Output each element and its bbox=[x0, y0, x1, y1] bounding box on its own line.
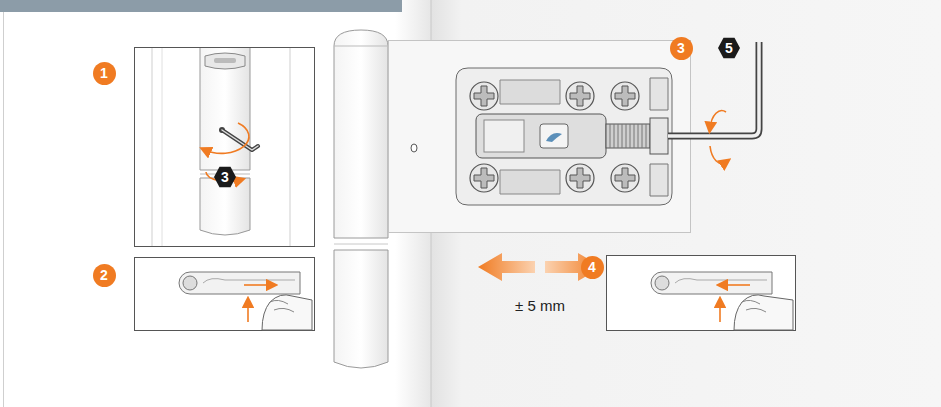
illustration-line bbox=[722, 284, 750, 286]
illustration-path bbox=[570, 168, 590, 188]
illustration-rect bbox=[135, 48, 315, 247]
callout-number: 4 bbox=[581, 256, 604, 279]
illustration-circle bbox=[566, 82, 594, 110]
illustration-rect bbox=[476, 114, 606, 158]
illustration-polygon bbox=[478, 253, 535, 281]
illustration-path bbox=[456, 68, 672, 205]
illustration-path bbox=[334, 250, 388, 368]
illustration-g bbox=[334, 30, 388, 368]
callout-number: 2 bbox=[93, 264, 116, 287]
illustration-path bbox=[675, 279, 767, 283]
illustration-rect bbox=[389, 41, 691, 233]
illustration-path bbox=[474, 168, 494, 188]
illustration-line bbox=[244, 284, 272, 286]
callout-number: 1 bbox=[93, 62, 116, 85]
illustration-line bbox=[247, 302, 249, 322]
illustration-line bbox=[3, 12, 4, 407]
illustration-path bbox=[334, 30, 388, 238]
illustration-line bbox=[162, 48, 163, 246]
illustration-path bbox=[205, 123, 249, 153]
callout-number: 3 bbox=[670, 37, 693, 60]
illustration-rect bbox=[135, 258, 315, 331]
illustration-g bbox=[456, 68, 672, 205]
illustration-line bbox=[719, 302, 721, 322]
illustration-path bbox=[222, 130, 258, 150]
illustration-path bbox=[200, 48, 250, 170]
illustration-path bbox=[262, 295, 312, 330]
illustration-path bbox=[710, 111, 726, 128]
illustration-rect bbox=[607, 256, 796, 331]
illustration-rect bbox=[650, 118, 668, 154]
illustration-line bbox=[334, 244, 388, 245]
illustration-rect bbox=[214, 58, 236, 63]
illustration-rect bbox=[484, 120, 524, 152]
key-size-badge: 5 bbox=[718, 37, 740, 59]
illustration-line bbox=[152, 48, 153, 246]
illustration-g bbox=[135, 48, 315, 247]
illustration-circle bbox=[611, 164, 639, 192]
illustration-rect bbox=[0, 0, 402, 12]
illustration-path bbox=[650, 78, 668, 196]
key-size-badge: 3 bbox=[214, 166, 236, 188]
illustration-path bbox=[474, 86, 494, 106]
illustration-circle bbox=[470, 164, 498, 192]
illustration-path bbox=[546, 133, 562, 142]
illustration-line bbox=[334, 46, 388, 47]
illustration-path bbox=[742, 300, 766, 312]
illustration-g bbox=[607, 256, 796, 331]
illustration-circle bbox=[655, 276, 669, 290]
illustration-path bbox=[651, 272, 772, 294]
dimension-label: ± 5 mm bbox=[512, 296, 568, 315]
illustration-path bbox=[615, 86, 635, 106]
illustration-path bbox=[222, 130, 258, 150]
illustration-ellipse bbox=[411, 144, 417, 152]
illustration-line bbox=[290, 48, 291, 246]
illustration-path bbox=[610, 124, 646, 148]
illustration-circle bbox=[470, 82, 498, 110]
illustration-rect bbox=[606, 124, 650, 148]
illustration-path bbox=[570, 86, 590, 106]
illustration-circle bbox=[611, 82, 639, 110]
illustration-path bbox=[270, 300, 294, 312]
illustration-rect bbox=[0, 0, 431, 407]
illustration-path bbox=[615, 168, 635, 188]
illustration-path bbox=[734, 295, 793, 330]
illustration-circle bbox=[183, 276, 197, 290]
illustration-g bbox=[135, 258, 315, 331]
illustration-rect bbox=[540, 124, 568, 148]
illustration-circle bbox=[566, 164, 594, 192]
illustration-path bbox=[710, 146, 726, 163]
illustration-path bbox=[203, 279, 295, 283]
illustration-path bbox=[179, 272, 300, 294]
illustration-path bbox=[205, 53, 245, 69]
